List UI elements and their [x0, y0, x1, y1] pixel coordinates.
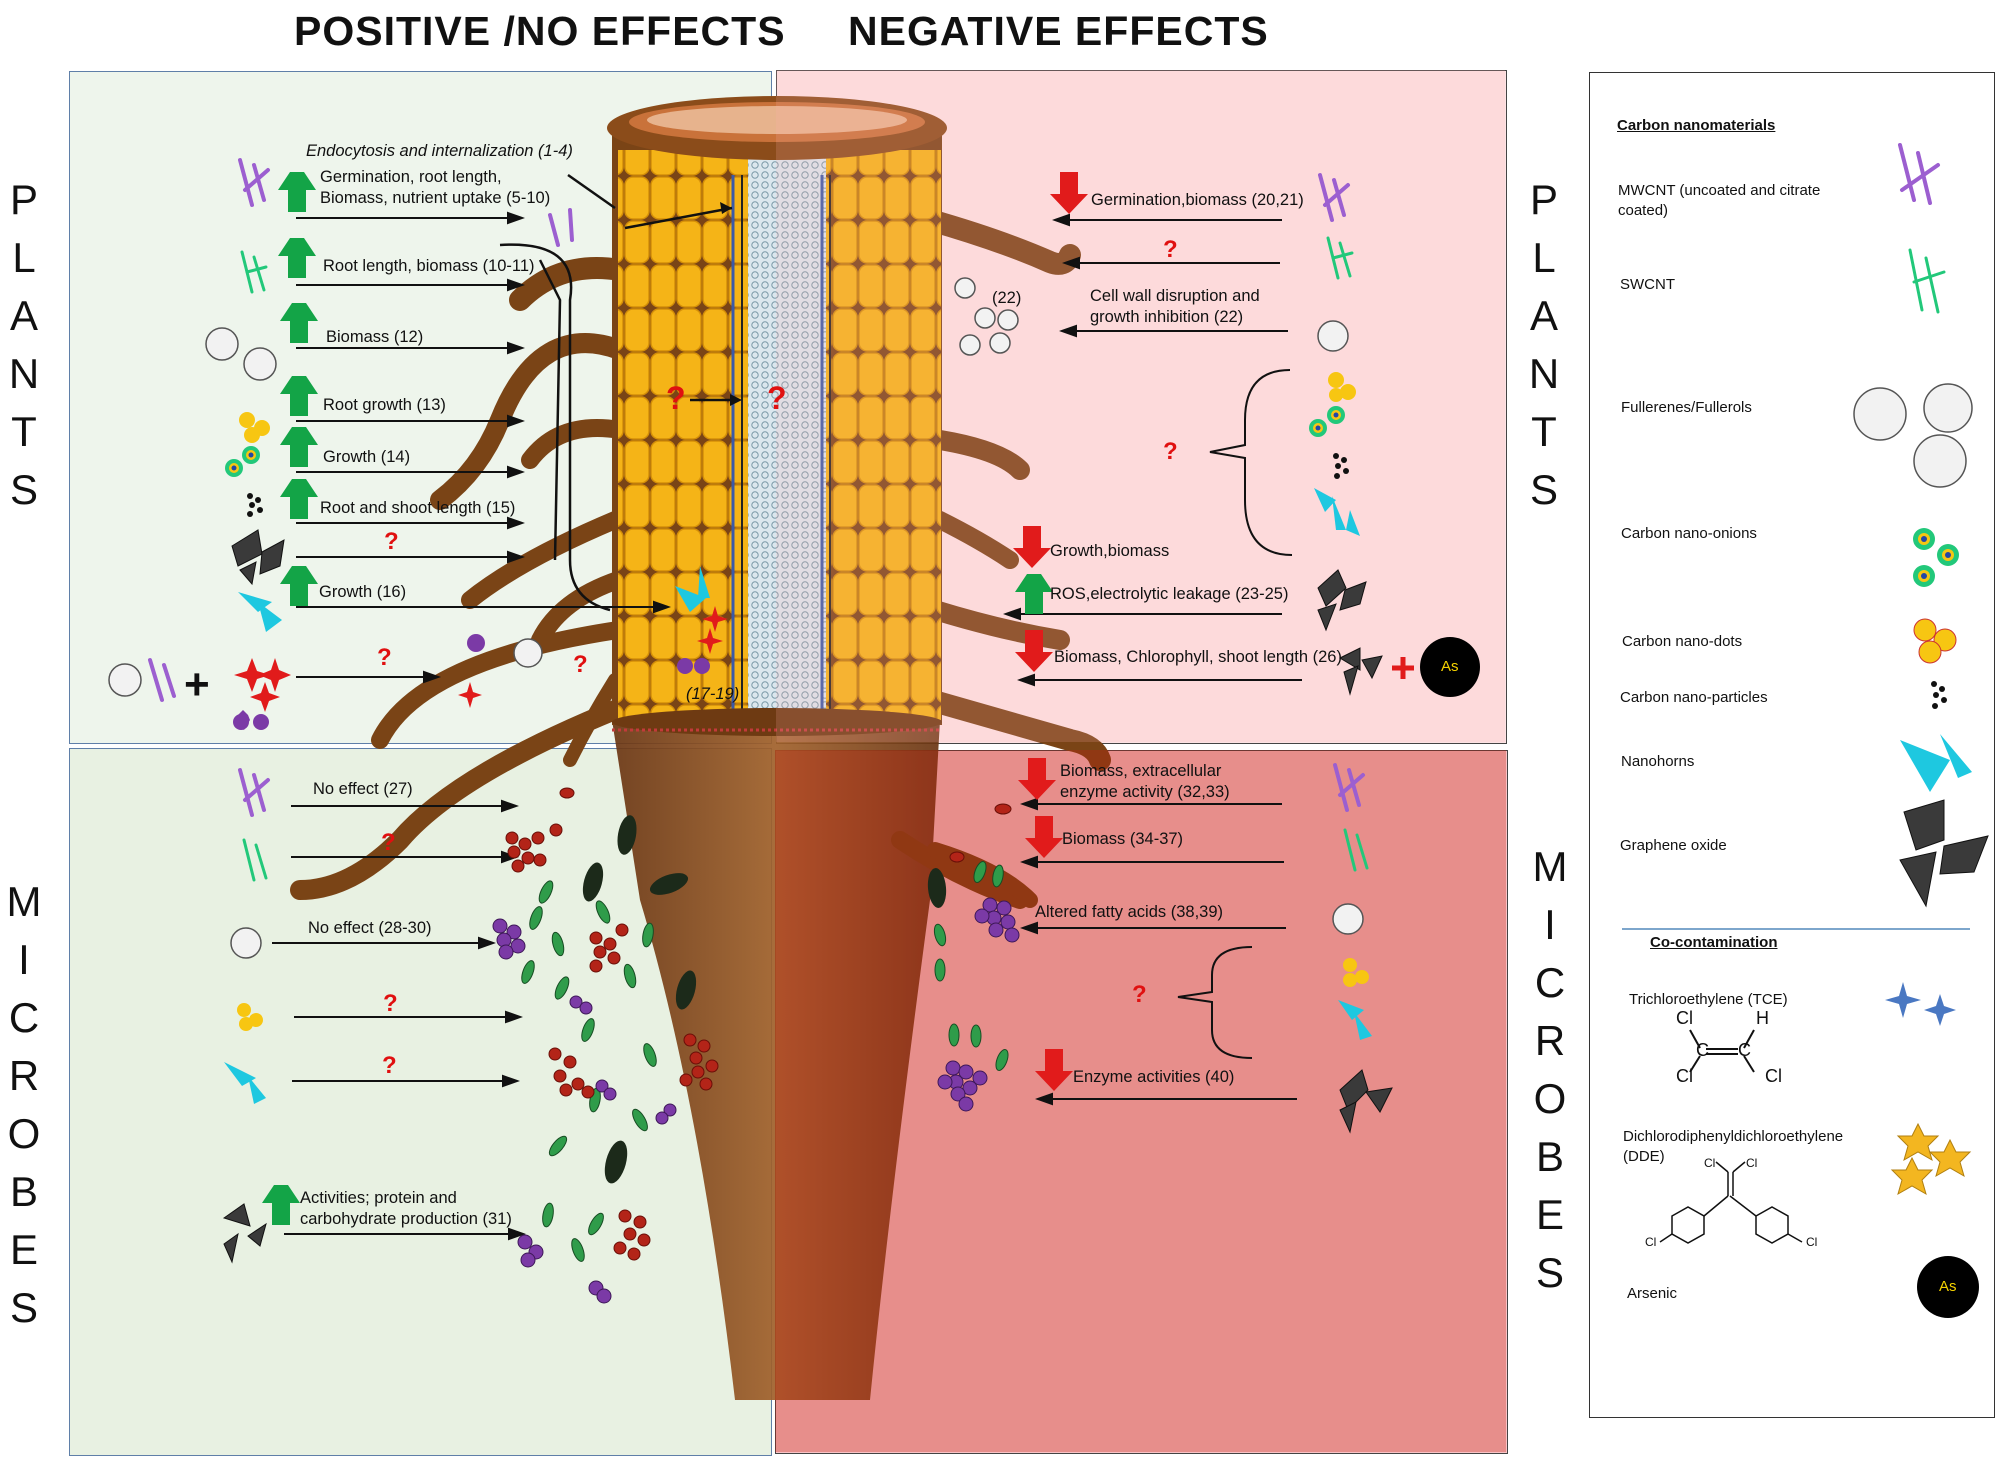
graphene-oxide-icons — [222, 529, 1989, 1264]
microbe-dark-rods — [582, 815, 947, 1184]
label-ros: ROS,electrolytic leakage (23-25) — [1050, 585, 1289, 603]
dde-cl-3: Cl — [1645, 1235, 1657, 1249]
legend-co-title: Co-contamination — [1650, 934, 1778, 951]
legend-carbon-title: Carbon nanomaterials — [1617, 117, 1776, 134]
arsenic-circle-legend — [1917, 1256, 1979, 1318]
legend-onions: Carbon nano-onions — [1621, 525, 1757, 542]
label-chlorophyll: Biomass, Chlorophyll, shoot length (26) — [1054, 648, 1342, 666]
legend-nanohorns: Nanohorns — [1621, 753, 1695, 770]
swcnt-icons — [240, 236, 1946, 882]
mwcnt-icons — [148, 143, 1940, 817]
legend-particles: Carbon nano-particles — [1620, 689, 1768, 706]
red-plus-icon — [1392, 657, 1414, 679]
legend-fullerenes: Fullerenes/Fullerols — [1621, 399, 1752, 416]
question-mark-dots-microbe: ? — [383, 990, 398, 1017]
question-mark-onions: ? — [1163, 438, 1178, 465]
label-growth-16: Growth (16) — [319, 583, 407, 601]
legend-dots: Carbon nano-dots — [1622, 633, 1743, 650]
nanohorn-icons — [224, 488, 1972, 1104]
tce-cl-bl: Cl — [1676, 1066, 1693, 1086]
nano-onion-icons — [225, 372, 1959, 1031]
arsenic-text-plants: As — [1441, 658, 1459, 675]
tce-c-left: C — [1696, 1040, 1709, 1060]
label-germination-negative: Germination,biomass (20,21) — [1091, 191, 1304, 209]
question-mark-onions-microbe: ? — [1132, 981, 1147, 1008]
plus-sign: + — [184, 660, 210, 709]
question-mark-go: ? — [384, 528, 399, 555]
legend-graphene: Graphene oxide — [1620, 837, 1727, 854]
header-positive: POSITIVE /NO EFFECTS — [294, 8, 786, 54]
label-cell-wall: Cell wall disruption and growth inhibiti… — [1090, 287, 1260, 326]
label-biomass-34: Biomass (34-37) — [1062, 830, 1184, 848]
legend-tce: Trichloroethylene (TCE) — [1629, 991, 1788, 1008]
root-tip — [612, 720, 940, 1400]
tce-c-right: C — [1738, 1040, 1751, 1060]
label-biomass-12: Biomass (12) — [326, 328, 424, 346]
arsenic-text-legend: As — [1939, 1278, 1957, 1295]
legend-dde-stars — [1890, 1122, 1972, 1196]
label-fatty-acids: Altered fatty acids (38,39) — [1035, 903, 1224, 921]
question-mark-cortex: ? — [666, 380, 686, 416]
nano-particle-icons — [247, 453, 1947, 709]
label-ref-17-19: (17-19) — [686, 685, 740, 703]
label-endocytosis: Endocytosis and internalization (1-4) — [306, 142, 573, 160]
label-root-shoot: Root and shoot length (15) — [320, 499, 516, 517]
microbe-green-rods — [521, 861, 1009, 1262]
fullerene-icons — [108, 277, 1973, 959]
label-no-effect-27: No effect (27) — [313, 780, 413, 798]
legend-swcnt: SWCNT — [1620, 276, 1675, 293]
label-growth-biomass: Growth,biomass — [1050, 542, 1170, 560]
dde-cl-2: Cl — [1746, 1156, 1758, 1170]
header-negative: NEGATIVE EFFECTS — [848, 8, 1269, 54]
legend-arsenic: Arsenic — [1627, 1285, 1678, 1302]
question-mark-stele: ? — [767, 380, 787, 416]
tce-h: H — [1756, 1008, 1769, 1028]
legend-dde: Dichlorodiphenyldichloroethylene (DDE) — [1623, 1128, 1844, 1165]
label-growth-14: Growth (14) — [323, 448, 411, 466]
tce-cl-br: Cl — [1765, 1066, 1782, 1086]
label-no-effect-28: No effect (28-30) — [308, 919, 432, 937]
question-mark-cocontam: ? — [377, 644, 392, 671]
dde-structure — [1659, 1161, 1803, 1244]
question-mark-cocontam-2: ? — [573, 651, 588, 678]
question-mark-horns-microbe: ? — [382, 1052, 397, 1079]
label-root-length: Root length, biomass (10-11) — [323, 257, 535, 275]
label-biomass-enzyme: Biomass, extracellular enzyme activity (… — [1060, 762, 1230, 801]
tce-structure — [1689, 1029, 1755, 1073]
lateral-roots — [290, 209, 1111, 909]
tce-stars — [234, 606, 728, 712]
label-enzyme-40: Enzyme activities (40) — [1073, 1068, 1235, 1086]
tce-cl-top: Cl — [1676, 1008, 1693, 1028]
dde-cl-1: Cl — [1704, 1156, 1716, 1170]
dde-cl-4: Cl — [1806, 1235, 1818, 1249]
question-mark-swcnt-microbe: ? — [381, 829, 396, 856]
legend-tce-stars — [1885, 982, 1956, 1026]
label-germination-positive: Germination, root length, Biomass, nutri… — [320, 168, 551, 207]
label-activities: Activities; protein and carbohydrate pro… — [300, 1189, 512, 1228]
microbe-red-cocci — [505, 787, 1012, 1261]
legend-mwcnt: MWCNT (uncoated and citrate coated) — [1618, 182, 1821, 219]
dde-stars — [233, 634, 710, 730]
microbe-purple-cocci — [492, 897, 1020, 1304]
question-mark-swcnt: ? — [1163, 236, 1178, 263]
arsenic-circle-plants — [1420, 637, 1480, 697]
legend-panel — [1589, 72, 1995, 1418]
label-ref-22: (22) — [992, 289, 1022, 307]
label-root-growth: Root growth (13) — [323, 396, 446, 414]
